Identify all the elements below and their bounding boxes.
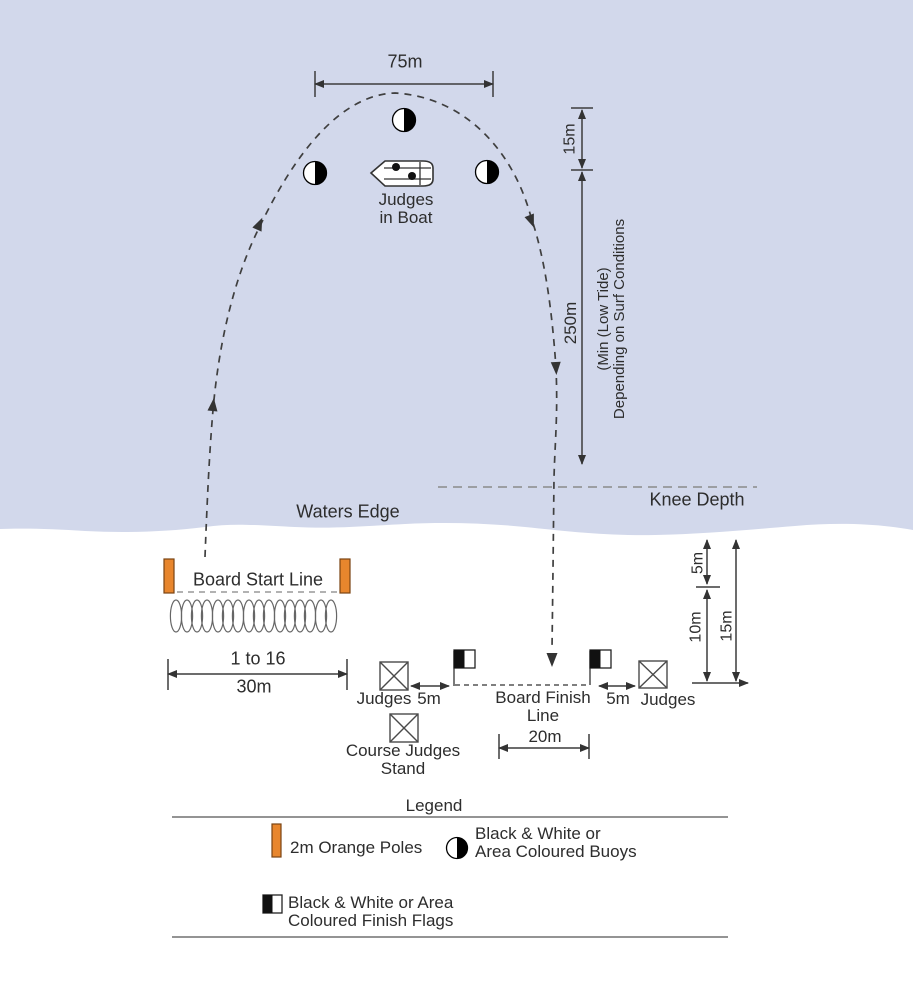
sea-15m-label: 15m — [561, 123, 579, 155]
course-width-label: 75m — [387, 51, 423, 72]
legend-buoy-line1: Black & White or — [475, 823, 601, 843]
start-pole-right-icon — [339, 558, 351, 594]
buoy-right-icon — [474, 159, 500, 185]
judges-boat-icon — [369, 160, 434, 187]
legend-buoy-icon — [445, 836, 469, 860]
beach-10m-label: 10m — [687, 611, 705, 643]
judges-stand-right-icon — [638, 660, 668, 689]
dim-20m — [498, 734, 590, 759]
competitors-label: 1 to 16 — [230, 648, 286, 669]
buoy-top-icon — [391, 107, 417, 133]
legend-flag-line1: Black & White or Area — [288, 892, 454, 912]
judges-right-label: Judges — [640, 689, 696, 709]
legend-pole-icon — [271, 823, 282, 858]
gap-right-label: 5m — [606, 688, 630, 708]
legend-flag-label: Black & White or Area Coloured Finish Fl… — [288, 892, 454, 930]
dim-sea-15m — [571, 107, 593, 171]
legend-flag-icon — [262, 894, 283, 914]
depth-note-line1: (Min (Low Tide) — [595, 267, 613, 371]
gap-left-label: 5m — [417, 688, 441, 708]
course-judges-stand-label: Course Judges Stand — [345, 740, 461, 778]
dim-beach — [692, 539, 749, 687]
beach-15m-label: 15m — [718, 610, 736, 642]
judges-boat-label: Judges in Boat — [378, 189, 434, 227]
depth-note-label: (Min (Low Tide) Depending on Surf Condit… — [595, 218, 628, 420]
start-width-label: 30m — [236, 676, 272, 697]
judges-boat-line2: in Boat — [379, 208, 433, 227]
beach-5m-label: 5m — [689, 551, 707, 575]
start-pole-left-icon — [163, 558, 175, 594]
dim-75m — [314, 71, 494, 97]
board-finish-line2: Line — [526, 706, 560, 725]
waters-edge-label: Waters Edge — [296, 501, 400, 522]
legend-buoy-line2: Area Coloured Buoys — [475, 842, 637, 861]
legend-title: Legend — [405, 795, 463, 815]
finish-flag-right-icon — [589, 649, 612, 685]
legend-flag-line2: Coloured Finish Flags — [288, 911, 454, 930]
judges-left-label: Judges — [356, 688, 412, 708]
legend-pole-label: 2m Orange Poles — [290, 837, 423, 857]
dim-30m — [167, 659, 348, 690]
board-finish-line-label: Board Finish Line — [495, 687, 591, 725]
course-judges-stand-line2: Stand — [380, 759, 426, 778]
board-finish-line1: Board Finish — [495, 687, 591, 707]
knee-depth-label: Knee Depth — [649, 489, 745, 510]
board-start-line-label: Board Start Line — [192, 569, 324, 590]
judges-stand-left-icon — [379, 661, 409, 691]
course-direction-arrows — [207, 213, 561, 667]
judges-boat-line1: Judges — [378, 189, 434, 209]
course-judges-stand-icon — [389, 713, 419, 743]
buoy-left-icon — [302, 160, 328, 186]
course-judges-stand-line1: Course Judges — [345, 740, 461, 760]
sea-250m-label: 250m — [560, 301, 580, 345]
finish-flag-left-icon — [453, 649, 476, 686]
finish-width-label: 20m — [528, 726, 562, 746]
legend-buoy-label: Black & White or Area Coloured Buoys — [475, 823, 637, 861]
depth-note-line2: Depending on Surf Conditions — [611, 218, 628, 420]
competitor-boards-icons — [169, 599, 338, 633]
water-area — [0, 0, 913, 536]
